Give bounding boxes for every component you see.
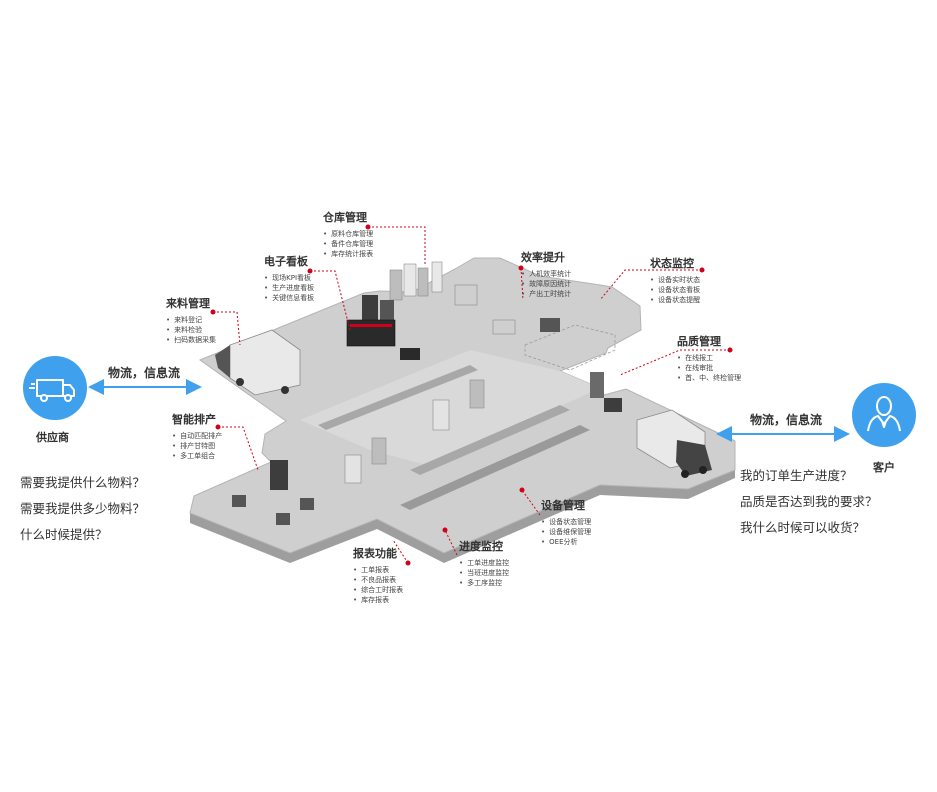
callout-item: 在线审批 [677,363,741,373]
leader-quality [619,349,730,376]
callout-equipment: 设备管理 设备状态管理 设备维保管理 OEE分析 [541,497,591,547]
leader-incoming [213,311,241,346]
callout-item: 备件仓库管理 [323,239,373,249]
supplier-question-2: 需要我提供多少物料？ [20,501,146,516]
customer-label: 客户 [873,461,895,474]
callout-item: 排产甘特图 [172,441,222,451]
callout-item: 设备实时状态 [650,275,700,285]
callout-item: 工单报表 [353,565,403,575]
callout-board: 电子看板 现场KPI看板 生产进度看板 关键信息看板 [264,253,314,303]
callout-item: 故障原因统计 [521,279,571,289]
callout-item: 库存统计报表 [323,249,373,259]
supplier-flow-label: 物流，信息流 [108,366,181,380]
callout-title: 效率提升 [521,251,565,264]
callout-efficiency: 效率提升 人机效率统计 故障原因统计 产出工时统计 [521,249,571,299]
supplier-circle [23,356,87,420]
callout-item: 综合工时报表 [353,585,403,595]
callout-item: 设备状态提醒 [650,295,700,305]
leader-progress [444,529,458,556]
leader-board [310,270,351,331]
supplier-label: 供应商 [36,431,69,444]
machinery [215,261,712,525]
callout-title: 设备管理 [541,499,585,512]
callout-item: 首、中、终检管理 [677,373,741,383]
person-icon [867,396,901,432]
callout-item: 工单进度监控 [459,558,509,568]
truck-icon [29,379,75,402]
callout-item: 库存报表 [353,595,403,605]
callout-item: 关键信息看板 [264,293,314,303]
leader-warehouse [368,226,426,265]
customer-question-2: 品质是否达到我的要求？ [740,494,878,509]
supplier-question-1: 需要我提供什么物料？ [20,475,146,490]
callout-item: 生产进度看板 [264,283,314,293]
callout-status: 状态监控 设备实时状态 设备状态看板 设备状态提醒 [650,255,700,305]
floor-side [190,470,735,563]
callout-item: 当班进度监控 [459,568,509,578]
callout-progress: 进度监控 工单进度监控 当班进度监控 多工序监控 [459,538,509,588]
status-zone-outline [524,324,616,371]
callout-title: 仓库管理 [323,211,367,224]
callout-scheduling: 智能排产 自动匹配排产 排产甘特图 多工单组合 [172,411,222,461]
callout-item: 设备状态看板 [650,285,700,295]
callout-title: 来料管理 [166,297,210,310]
callout-title: 品质管理 [677,335,721,348]
callout-incoming: 来料管理 来料登记 来料检验 扫码数据采集 [166,295,216,345]
callout-item: 不良品报表 [353,575,403,585]
callout-item: 自动匹配排产 [172,431,222,441]
callout-reports: 报表功能 工单报表 不良品报表 综合工时报表 库存报表 [353,545,403,605]
customer-question-3: 我什么时候可以收货？ [740,520,866,535]
callout-title: 报表功能 [353,547,397,560]
callout-title: 智能排产 [172,413,216,426]
callout-title: 电子看板 [264,255,308,268]
callout-title: 状态监控 [650,257,694,270]
callout-item: OEE分析 [541,537,591,547]
supplier-question-3: 什么时候提供？ [20,527,108,542]
leader-status [599,269,702,301]
callout-warehouse: 仓库管理 原料仓库管理 备件仓库管理 库存统计报表 [323,209,373,259]
factory-raised-area [300,350,600,466]
callout-item: 现场KPI看板 [264,273,314,283]
customer-flow-label: 物流，信息流 [750,413,823,427]
leader-equipment [521,489,541,516]
callout-quality: 品质管理 在线报工 在线审批 首、中、终检管理 [677,333,741,383]
customer-circle [852,383,916,447]
callout-item: 来料登记 [166,315,216,325]
callout-item: 多工单组合 [172,451,222,461]
leader-scheduling [218,426,259,471]
leader-reports [392,539,409,564]
callout-item: 产出工时统计 [521,289,571,299]
callout-item: 扫码数据采集 [166,335,216,345]
callout-item: 原料仓库管理 [323,229,373,239]
callout-item: 设备状态管理 [541,517,591,527]
callout-item: 来料检验 [166,325,216,335]
callout-item: 多工序监控 [459,578,509,588]
customer-question-1: 我的订单生产进度？ [740,468,853,483]
callout-title: 进度监控 [459,540,503,553]
callout-item: 设备维保管理 [541,527,591,537]
callout-item: 人机效率统计 [521,269,571,279]
callout-item: 在线报工 [677,353,741,363]
